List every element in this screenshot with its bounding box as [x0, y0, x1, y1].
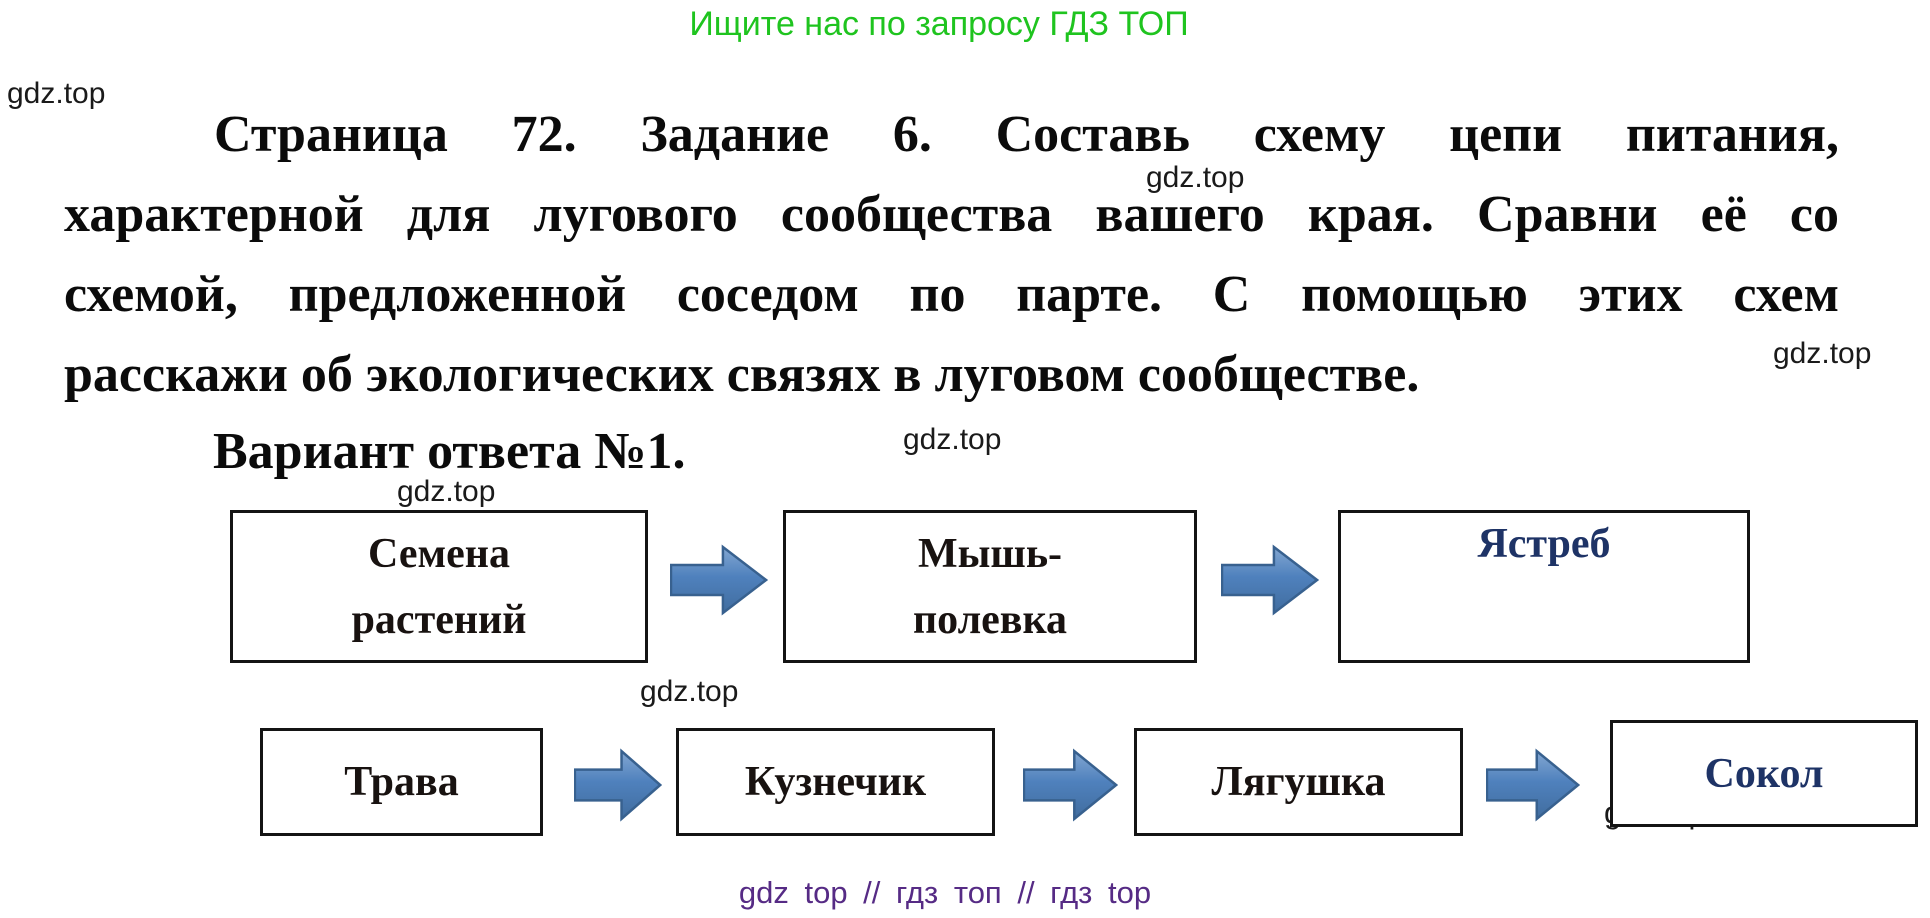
node-label-line: Лягушка	[1211, 759, 1386, 805]
node-label-line: Трава	[344, 759, 459, 805]
arrow-right-icon	[574, 746, 662, 824]
arrow-right-icon	[1486, 746, 1580, 824]
gdz-watermark: gdz.top	[397, 475, 496, 508]
food-chain-node-falcon: Сокол	[1610, 720, 1918, 827]
node-label-line: Ястреб	[1477, 521, 1611, 567]
node-label-line: Сокол	[1704, 750, 1824, 797]
task-text-line-4: расскажи об экологических связях в лугов…	[64, 346, 1420, 403]
food-chain-node-seeds: Семена растений	[230, 510, 648, 663]
task-text-line-1: Страница 72. Задание 6. Составь схему це…	[214, 106, 1839, 163]
food-chain-node-grasshopper: Кузнечик	[676, 728, 995, 836]
gdz-watermark: gdz.top	[1773, 337, 1872, 370]
gdz-watermark: gdz.top	[903, 423, 1002, 456]
gdz-watermark: gdz.top	[7, 77, 106, 110]
promo-banner-text: Ищите нас по запросу ГДЗ ТОП	[689, 5, 1189, 43]
node-label-line: Кузнечик	[744, 759, 927, 805]
food-chain-node-hawk: Ястреб	[1338, 510, 1750, 663]
task-text-line-2: характерной для лугового сообщества ваше…	[64, 186, 1839, 243]
task-statement: Страница 72. Задание 6. Составь схему це…	[64, 95, 1839, 415]
food-chain-node-grass: Трава	[260, 728, 543, 836]
food-chain-node-frog: Лягушка	[1134, 728, 1463, 836]
task-text-line-3: схемой, предложенной соседом по парте. С…	[64, 266, 1839, 323]
answer-variant-title: Вариант ответа №1.	[213, 423, 686, 480]
node-label-line: Мышь-	[917, 530, 1063, 577]
node-label-line: растений	[351, 596, 527, 643]
arrow-right-icon	[1023, 746, 1118, 824]
gdz-watermark: gdz.top	[1146, 161, 1245, 194]
arrow-right-icon	[670, 542, 768, 618]
gdz-watermark: gdz.top	[640, 675, 739, 708]
footer-search-queries: gdz top // гдз топ // гдз top	[738, 875, 1152, 910]
food-chain-node-vole: Мышь- полевка	[783, 510, 1197, 663]
node-label-line: Семена	[368, 530, 510, 577]
node-label-line: полевка	[912, 596, 1068, 643]
arrow-right-icon	[1221, 542, 1319, 618]
